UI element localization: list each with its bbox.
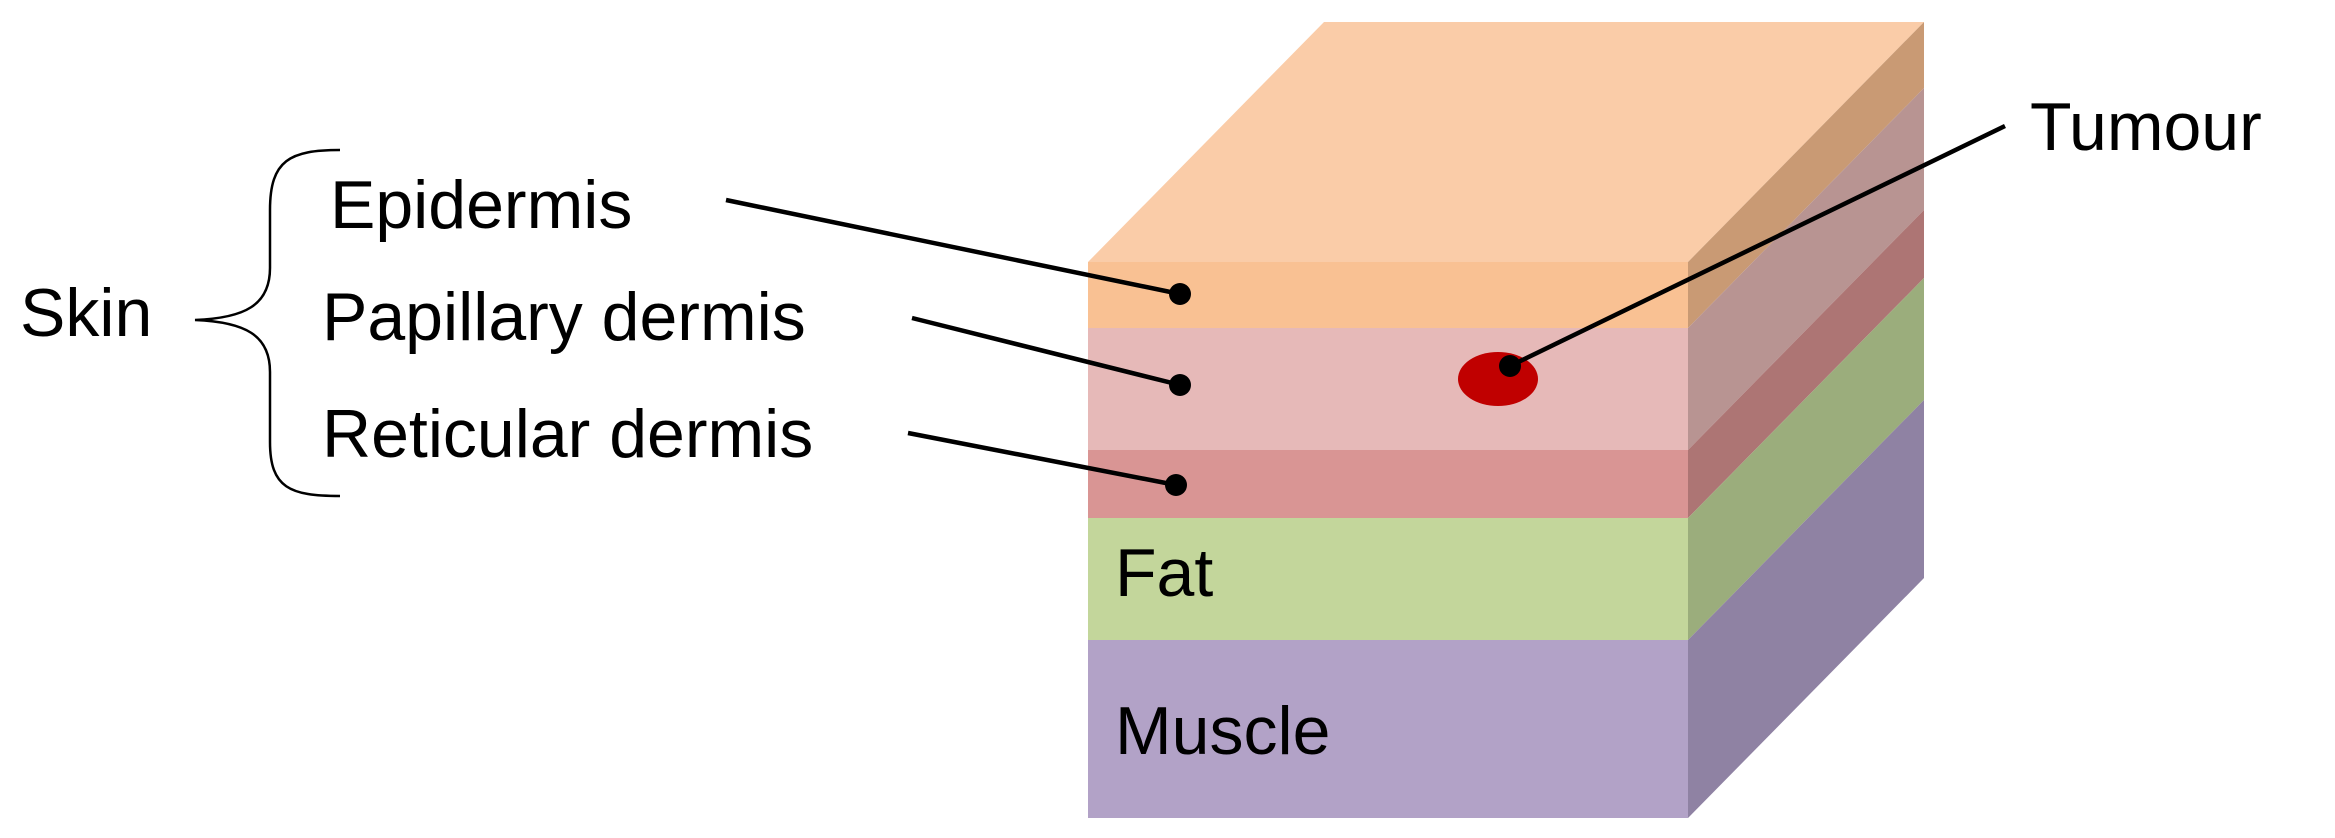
reticular-dermis-dot <box>1165 474 1187 496</box>
leader-lines <box>725 123 2006 488</box>
tumour-dot <box>1499 355 1521 377</box>
tumour-label: Tumour <box>2030 89 2262 165</box>
reticular-dermis-side-face <box>1688 210 1924 518</box>
skin-brace <box>194 148 341 498</box>
leader-dots <box>1165 283 1521 496</box>
fat-side-face <box>1688 278 1924 640</box>
papillary-dermis-label: Papillary dermis <box>322 279 806 355</box>
tumour-leader-line <box>1509 123 2006 369</box>
epidermis-dot <box>1169 283 1191 305</box>
skin-label: Skin <box>20 275 152 351</box>
muscle-layer <box>1088 640 1688 818</box>
muscle-side-face <box>1688 400 1924 818</box>
reticular-dermis-label: Reticular dermis <box>322 396 813 472</box>
muscle-label: Muscle <box>1115 693 1330 769</box>
epidermis-label: Epidermis <box>330 167 632 243</box>
papillary-dermis-dot <box>1169 374 1191 396</box>
fat-layer <box>1088 518 1688 640</box>
block-top-face <box>1088 22 1924 262</box>
reticular-dermis-leader-line <box>907 430 1177 488</box>
fat-label: Fat <box>1115 535 1213 611</box>
reticular-dermis-layer <box>1088 450 1688 518</box>
epidermis-leader-line <box>725 197 1181 297</box>
papillary-dermis-leader-line <box>911 315 1181 388</box>
papillary-dermis-side-face <box>1688 88 1924 450</box>
